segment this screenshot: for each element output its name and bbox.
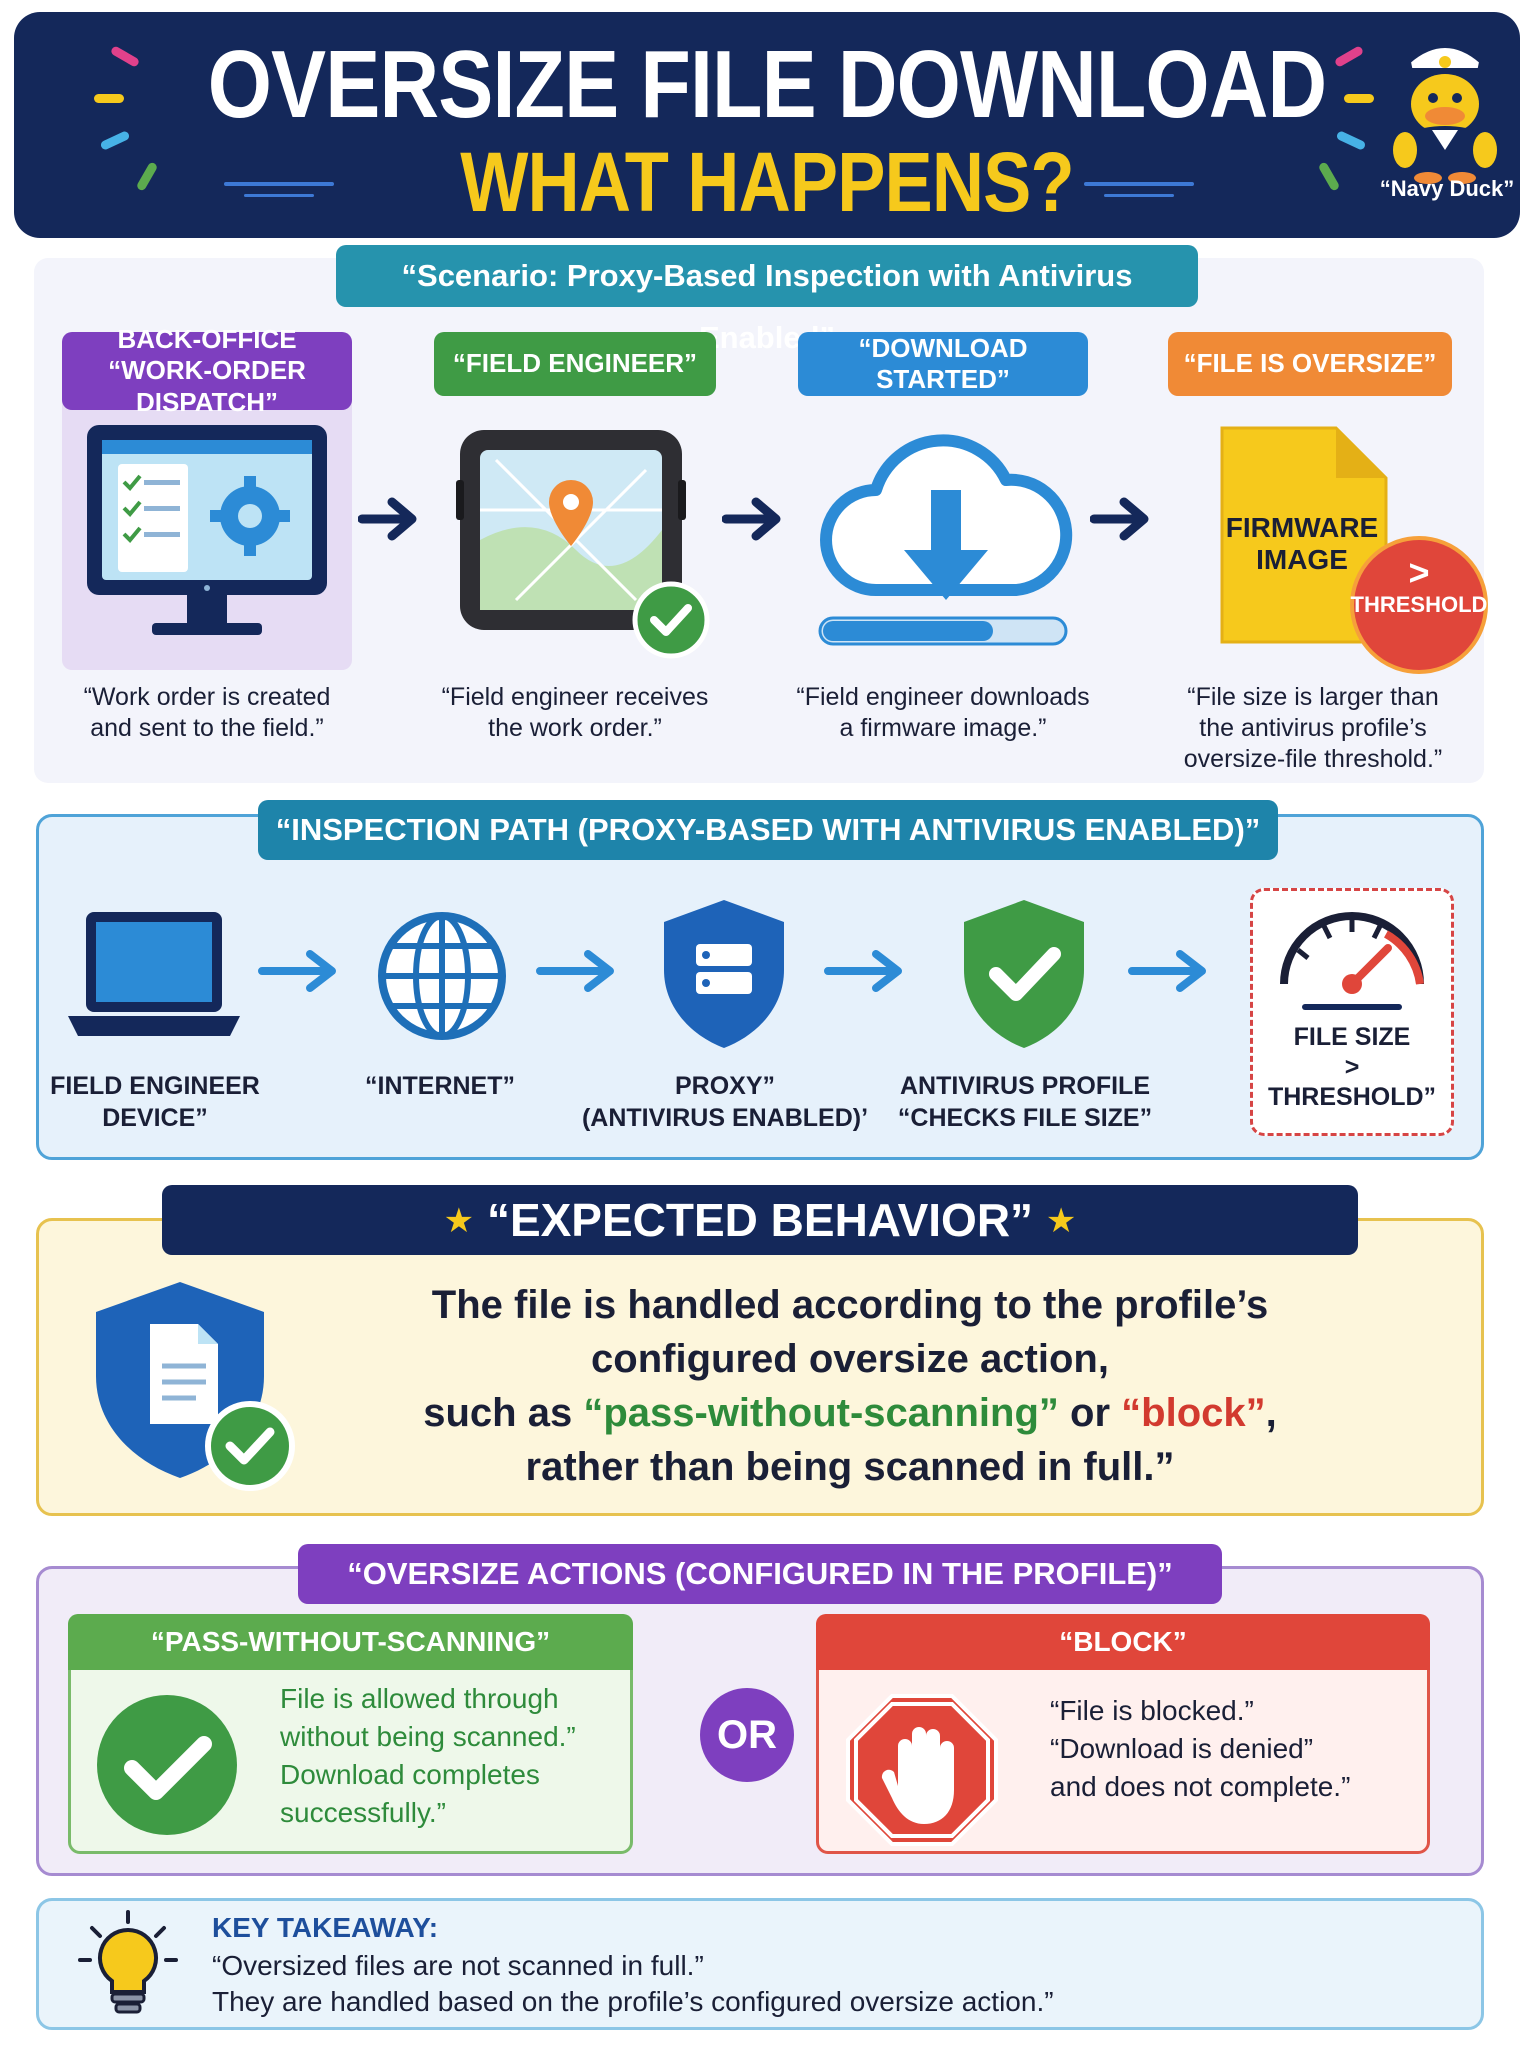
sparkle-icon — [1344, 94, 1374, 103]
node-label-device: FIELD ENGINEER DEVICE” — [50, 1072, 260, 1132]
rugged-tablet-map-icon — [456, 430, 710, 659]
monitor-checklist-gear-icon — [87, 425, 327, 635]
sparkle-icon — [94, 94, 124, 103]
step-desc-download-started: “Field engineer downloads a firmware ima… — [796, 683, 1090, 742]
oversize-actions-title: “OVERSIZE ACTIONS (CONFIGURED IN THE PRO… — [298, 1544, 1222, 1604]
file-label: FIRMWARE IMAGE — [1225, 512, 1379, 575]
expected-behavior-title: ★ “EXPECTED BEHAVIOR” ★ — [162, 1185, 1358, 1255]
block-text: “File is blocked.” “Download is denied” … — [1050, 1695, 1351, 1802]
flow-arrow-icon — [1090, 497, 1149, 541]
check-circle-icon — [97, 1695, 237, 1835]
stop-hand-icon — [846, 1694, 998, 1846]
pass-without-scanning-text: File is allowed through without being sc… — [280, 1683, 576, 1828]
step-label-dispatch: BACK-OFFICE “WORK-ORDER DISPATCH” — [62, 324, 352, 417]
node-label-proxy: PROXY” (ANTIVIRUS ENABLED)’ — [581, 1072, 869, 1132]
key-takeaway-line: They are handled based on the profile’s … — [212, 1986, 1054, 2017]
node-label-antivirus: ANTIVIRUS PROFILE “CHECKS FILE SIZE” — [897, 1072, 1153, 1132]
gauge-icon — [1280, 912, 1424, 1010]
expected-line: The file is handled according to the pro… — [431, 1283, 1269, 1327]
header-decor-line — [1084, 182, 1194, 186]
threshold-word: THRESHOLD — [1350, 592, 1488, 617]
expected-line: rather than being scanned in full.” — [525, 1445, 1175, 1489]
step-desc-file-oversize: “File size is larger than the antivirus … — [1183, 683, 1443, 773]
page-title: OVERSIZE FILE DOWNLOAD — [207, 31, 1327, 138]
key-takeaway-line: “Oversized files are not scanned in full… — [212, 1950, 704, 1981]
cloud-download-icon — [818, 434, 1073, 646]
threshold-badge — [1350, 536, 1488, 674]
expected-behavior-title-text: “EXPECTED BEHAVIOR” — [486, 1194, 1034, 1246]
flow-arrow-icon — [358, 497, 417, 541]
header-banner: OVERSIZE FILE DOWNLOAD WHAT HAPPENS? — [14, 12, 1520, 238]
block-label: “BLOCK” — [816, 1614, 1430, 1670]
expected-line: configured oversize action, — [591, 1337, 1109, 1381]
globe-icon — [378, 912, 506, 1040]
flow-arrow-icon — [536, 950, 614, 992]
proxy-shield-icon — [664, 900, 784, 1048]
scenario-title: “Scenario: Proxy-Based Inspection with A… — [336, 245, 1198, 355]
header-decor-line — [244, 194, 314, 197]
mascot-label: “Navy Duck” — [1379, 176, 1515, 201]
step-label-file-oversize: “FILE IS OVERSIZE” — [1168, 332, 1452, 396]
flow-arrow-icon — [1128, 950, 1206, 992]
header-decor-line — [1104, 194, 1174, 197]
node-label-threshold: FILE SIZE > THRESHOLD” — [1267, 1023, 1437, 1111]
block-term: “block” — [1121, 1391, 1266, 1435]
or-badge: OR — [700, 1688, 794, 1782]
pass-without-scanning-term: “pass-without-scanning” — [583, 1391, 1059, 1435]
flow-arrow-icon — [722, 497, 781, 541]
pass-without-scanning-label: “PASS-WITHOUT-SCANNING” — [68, 1614, 633, 1670]
step-desc-field-engineer: “Field engineer receives the work order.… — [441, 683, 709, 742]
antivirus-shield-check-icon — [964, 900, 1084, 1048]
file-oversize-icon — [1220, 426, 1388, 644]
navy-duck-mascot-icon — [1393, 46, 1497, 184]
page-subtitle: WHAT HAPPENS? — [460, 135, 1074, 229]
laptop-icon — [68, 912, 240, 1036]
threshold-symbol: > — [1408, 552, 1430, 593]
step-label-field-engineer: “FIELD ENGINEER” — [434, 332, 716, 396]
header-decor-line — [224, 182, 334, 186]
star-icon: ★ — [443, 1202, 475, 1240]
expected-behavior-text: The file is handled according to the pro… — [330, 1278, 1370, 1494]
document-shield-icon — [96, 1282, 295, 1491]
step-label-download-started: “DOWNLOAD STARTED” — [798, 332, 1088, 396]
node-label-internet: “INTERNET” — [365, 1072, 515, 1100]
key-takeaway-title: KEY TAKEAWAY: — [212, 1912, 439, 1943]
lightbulb-icon — [78, 1910, 178, 2014]
flow-arrow-icon — [824, 950, 902, 992]
expected-line: such as “pass-without-scanning” or “bloc… — [423, 1391, 1277, 1435]
step-desc-dispatch: “Work order is created and sent to the f… — [83, 683, 331, 742]
inspection-title: “INSPECTION PATH (PROXY-BASED WITH ANTIV… — [258, 800, 1278, 860]
star-icon: ★ — [1045, 1202, 1077, 1240]
flow-arrow-icon — [258, 950, 336, 992]
key-takeaway-panel — [36, 1898, 1484, 2030]
